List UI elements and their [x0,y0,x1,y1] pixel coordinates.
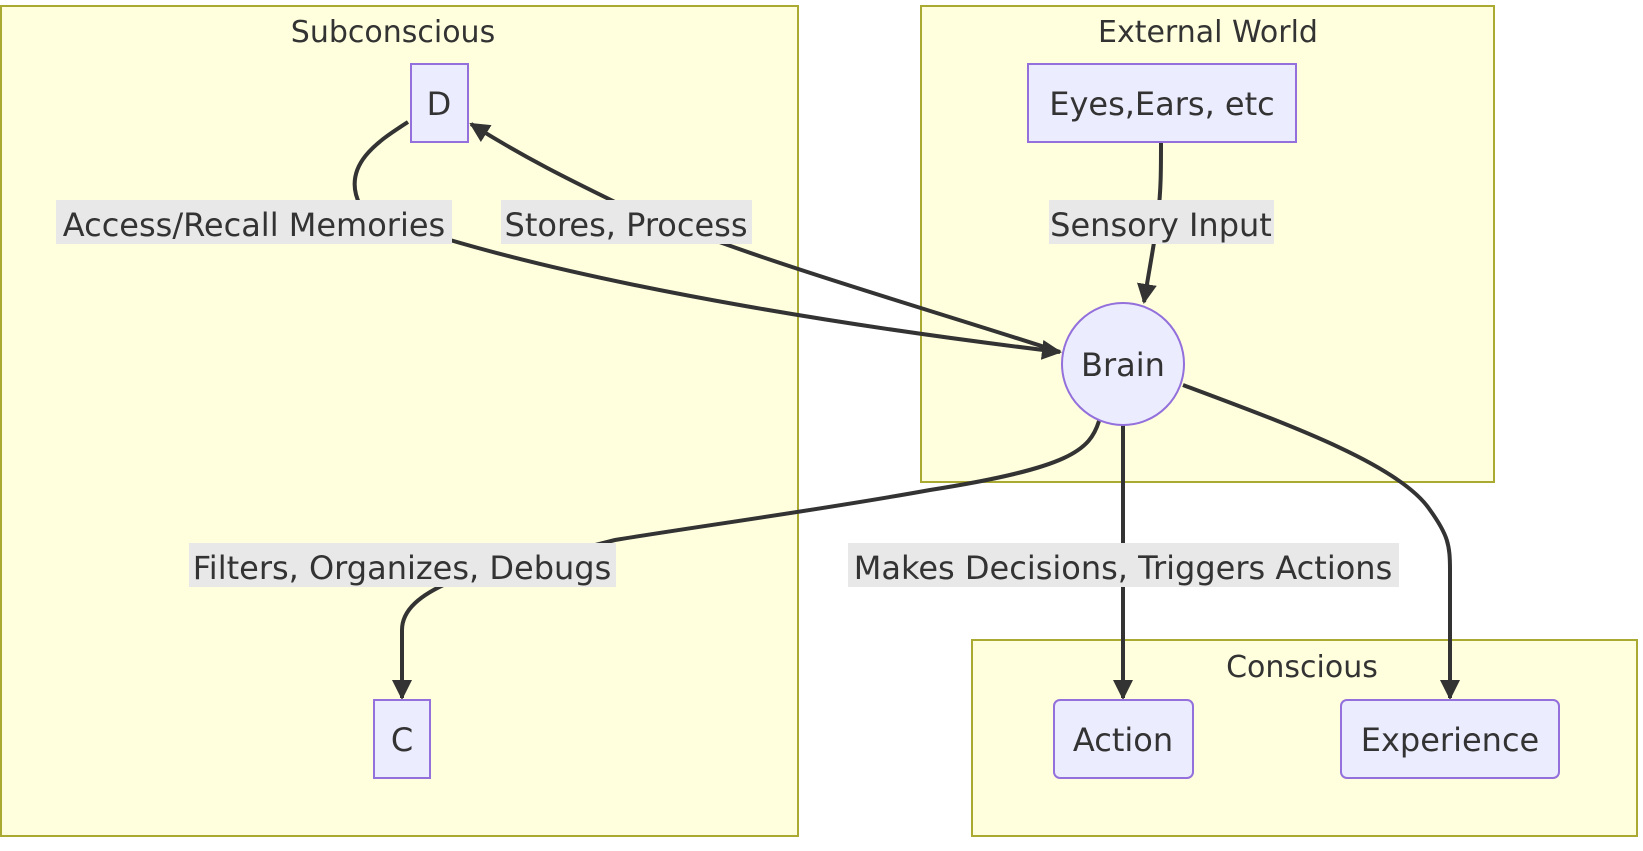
svg-text:Action: Action [1073,721,1173,759]
cluster-title-conscious: Conscious [1226,650,1378,685]
svg-text:D: D [427,85,452,123]
svg-text:Stores, Process: Stores, Process [505,206,748,244]
edge-brain-experience [1182,383,1460,700]
svg-text:Access/Recall Memories: Access/Recall Memories [63,206,445,244]
node-c[interactable]: C [373,699,431,779]
node-action[interactable]: Action [1053,699,1194,779]
edge-label-makes-decisions: Makes Decisions, Triggers Actions [848,543,1399,587]
svg-text:Sensory Input: Sensory Input [1050,206,1272,244]
edge-access-recall-memories [352,120,1062,360]
node-eyes-ears[interactable]: Eyes,Ears, etc [1027,63,1297,143]
svg-text:Makes Decisions, Triggers Acti: Makes Decisions, Triggers Actions [854,549,1392,587]
svg-text:C: C [391,721,413,759]
edge-label-sensory-input: Sensory Input [1049,200,1274,244]
edge-filters-organizes-debugs [392,420,1101,700]
svg-text:Filters, Organizes, Debugs: Filters, Organizes, Debugs [193,549,612,587]
edge-label-stores-process: Stores, Process [501,200,752,244]
node-brain[interactable]: Brain [1061,302,1185,426]
cluster-title-external-world: External World [1098,15,1318,50]
node-experience[interactable]: Experience [1340,699,1560,779]
edge-label-access-recall-memories: Access/Recall Memories [56,200,452,244]
cluster-title-subconscious: Subconscious [291,15,495,50]
svg-text:Brain: Brain [1081,346,1165,384]
svg-text:Experience: Experience [1361,721,1539,759]
edge-label-filters-organizes-debugs: Filters, Organizes, Debugs [189,543,616,587]
svg-text:Eyes,Ears, etc: Eyes,Ears, etc [1049,85,1275,123]
node-d[interactable]: D [410,63,469,143]
